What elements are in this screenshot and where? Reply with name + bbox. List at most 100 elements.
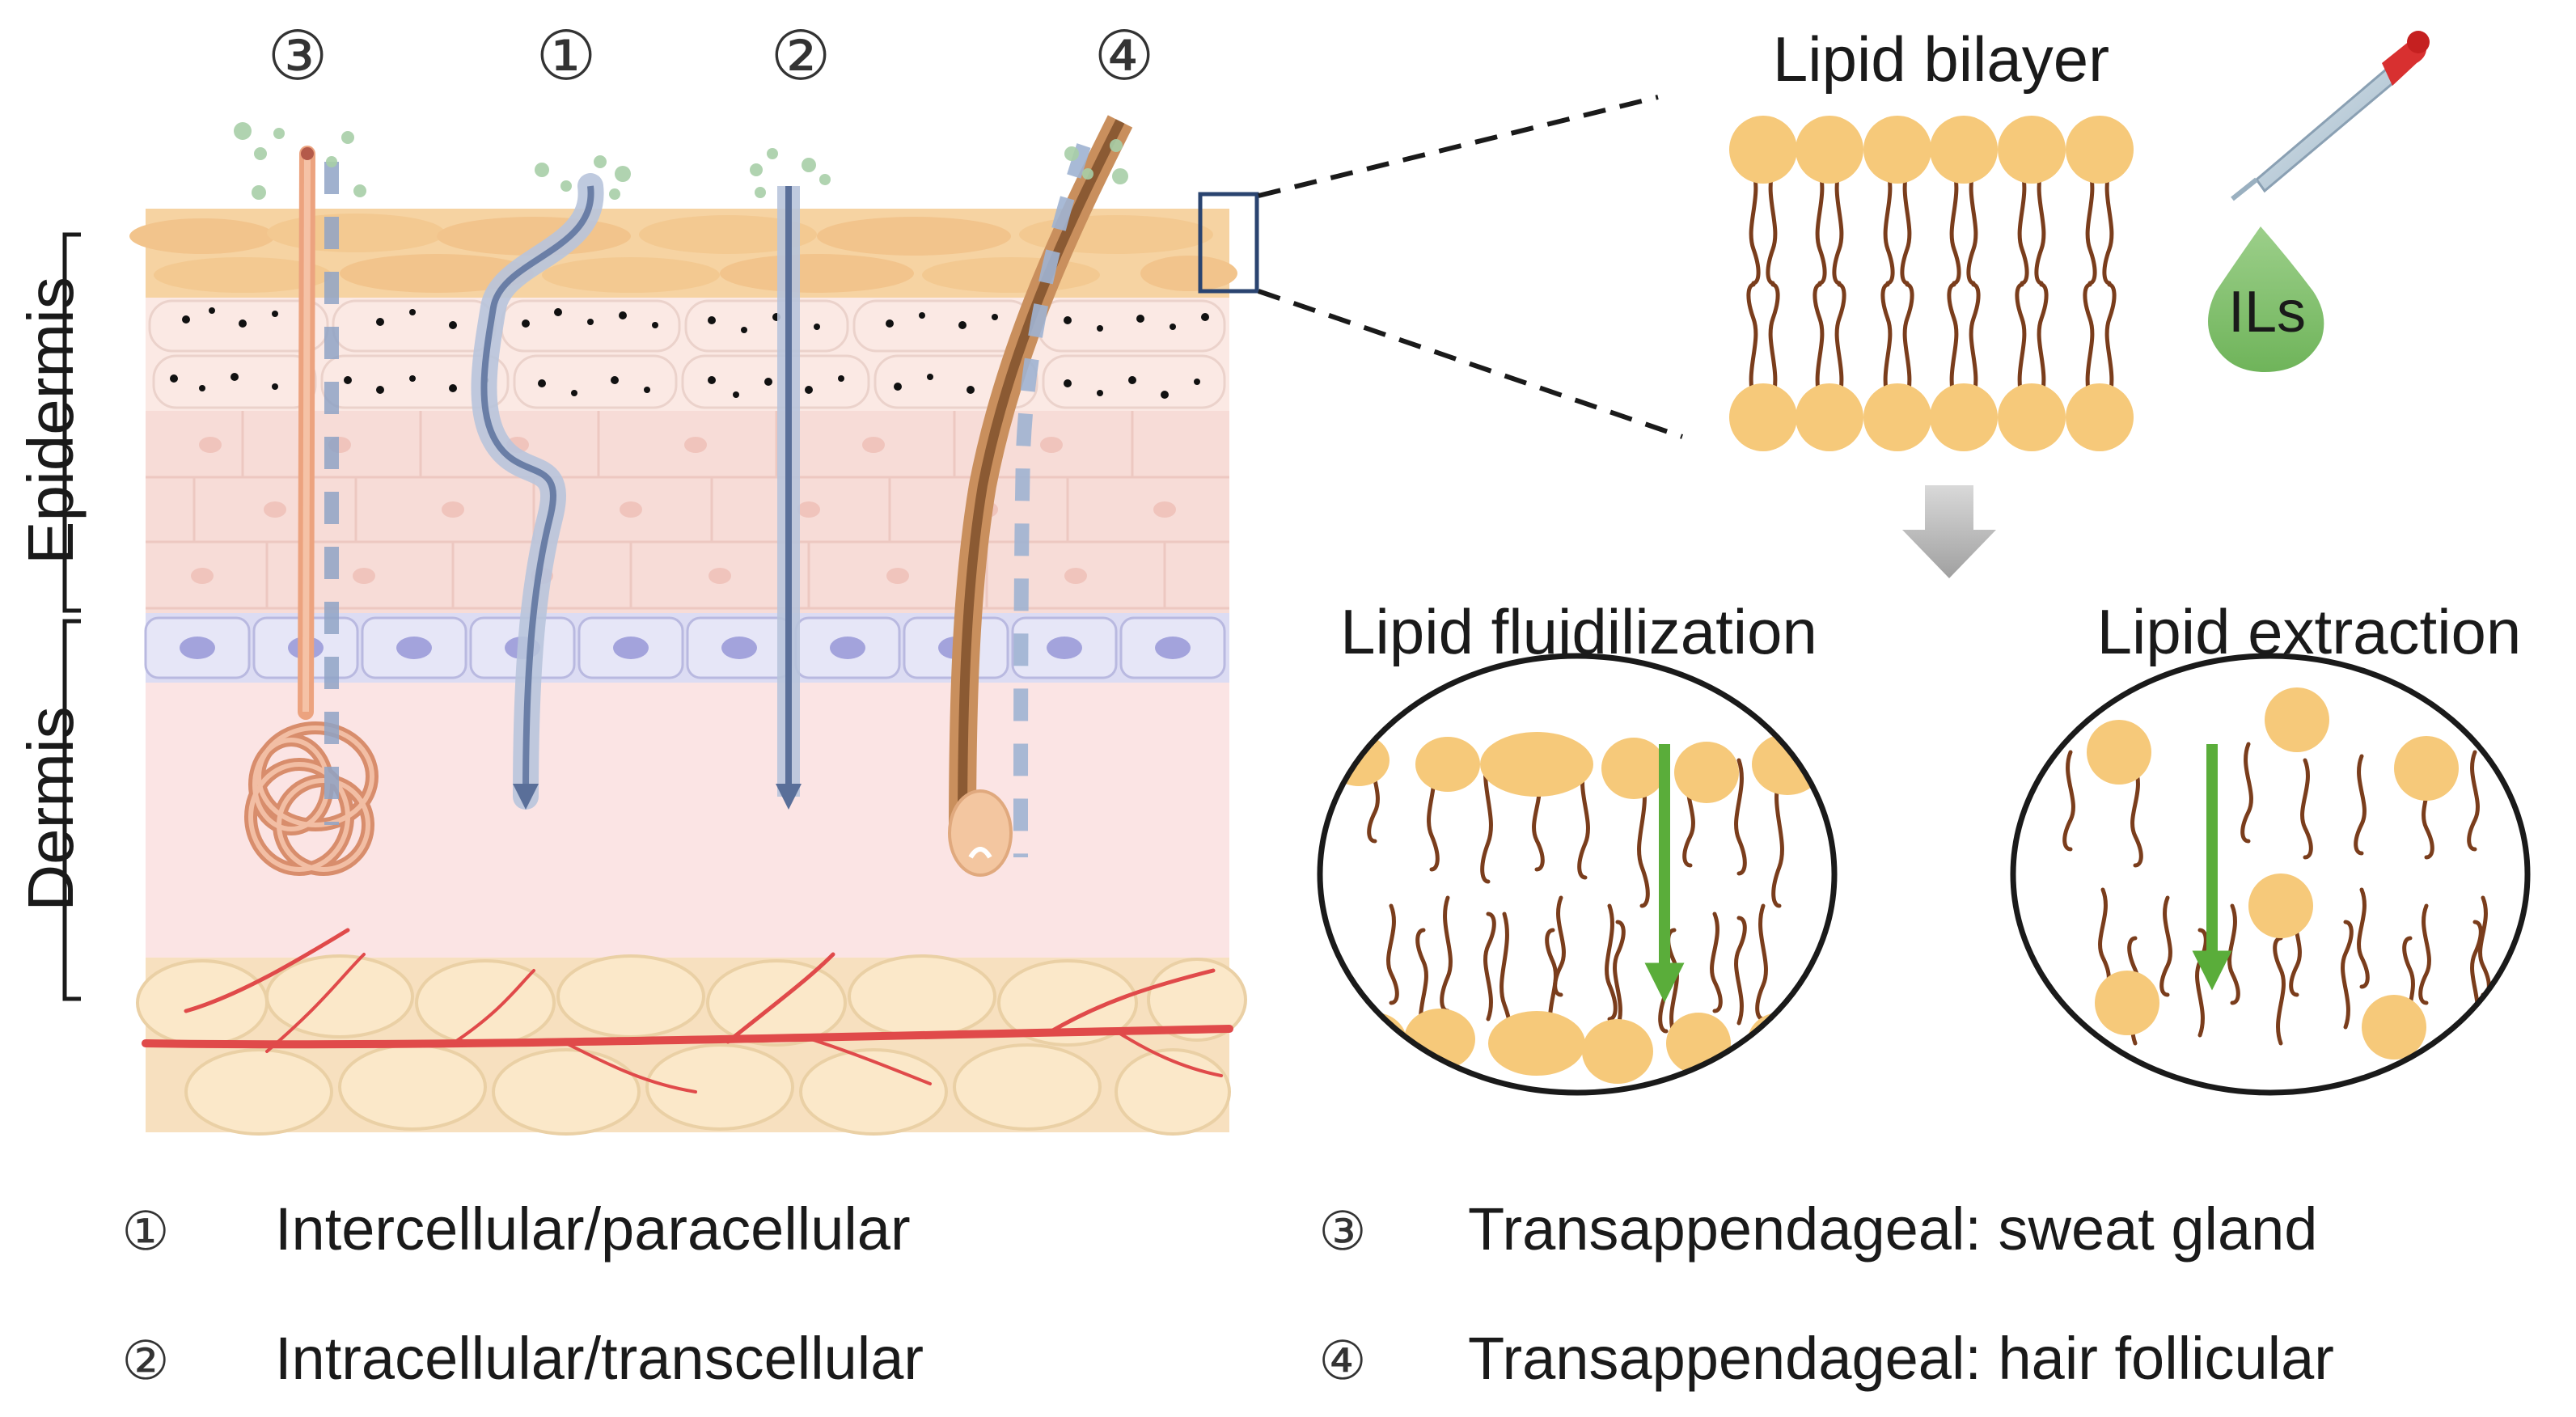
ionic-liquid-drop-icon [2208, 226, 2324, 372]
lipid-tail [1734, 916, 1747, 1026]
lipid-head [1930, 383, 1998, 451]
lipid-tail [1902, 282, 1914, 400]
route-4-hair-follicle [948, 115, 1133, 877]
lipid-tail [1749, 167, 1761, 286]
lipid-tail [1577, 762, 1590, 880]
lipid-tail [2273, 936, 2286, 1046]
route-marker-1: ① [535, 16, 596, 95]
lipid-head [1480, 732, 1593, 797]
epidermis-label: Epidermis [15, 277, 87, 565]
legend-text: Transappendageal: hair follicular [1468, 1325, 2334, 1392]
subcutaneous-fat [136, 954, 1247, 1136]
lipid-tail [2034, 167, 2046, 286]
route-3-sweat-gland [244, 146, 379, 876]
lipid-head [1998, 383, 2066, 451]
lipid-tail [1900, 167, 1912, 286]
legend-item: ① Intercellular/paracellular [121, 1195, 910, 1263]
route-markers: ③ ① ② ④ [267, 16, 1154, 95]
lipid-tail [1613, 920, 1626, 1030]
down-arrow-icon [1902, 485, 1996, 578]
lipid-head [1674, 742, 1739, 803]
lipid-head [1796, 116, 1863, 184]
extraction-panel [2010, 653, 2531, 1096]
lipid-head [1796, 383, 1863, 451]
lipid-head [2394, 736, 2459, 801]
lipid-head [1747, 1013, 1812, 1074]
lipid-tail [1883, 167, 1895, 286]
hair-bulb [948, 789, 1013, 877]
zoom-leader-lines [1258, 95, 1683, 439]
basal-layer [144, 613, 1229, 683]
lipid-head [1863, 383, 1931, 451]
lipid-tail [2478, 895, 2491, 997]
lipid-head [1729, 116, 1797, 184]
legend-number: ② [121, 1330, 169, 1392]
lipid-tail [2300, 758, 2313, 860]
bilayer-title: Lipid bilayer [1773, 23, 2109, 95]
lipid-tail [1553, 895, 1566, 997]
lipid-head [1582, 1019, 1653, 1084]
lipid-tail [1768, 282, 1780, 400]
pipette-icon [2231, 31, 2430, 201]
lipid-tail [1815, 167, 1827, 286]
lipid-head [1930, 116, 1998, 184]
lipid-head [2362, 995, 2426, 1060]
lipid-tail [2130, 766, 2143, 868]
lipid-tail [1969, 282, 1981, 400]
lipid-head [2066, 383, 2134, 451]
drug-particles [234, 122, 1128, 200]
lipid-tail [1766, 167, 1778, 286]
lipid-tail [2418, 903, 2431, 1005]
lipid-tail [2083, 282, 2095, 400]
lipid-head [2248, 873, 2313, 938]
dermis-bracket [62, 619, 81, 1001]
legend-item: ④ Transappendageal: hair follicular [1318, 1325, 2333, 1392]
route-marker-3: ③ [267, 16, 328, 95]
lipid-tail [1755, 903, 1768, 1022]
lipid-tail [1966, 167, 1978, 286]
blood-vessels [142, 928, 1233, 1093]
legend: ① Intercellular/paracellular ② Intracell… [121, 1195, 2333, 1392]
lipid-tail [2354, 754, 2367, 856]
lipid-tail [2240, 742, 2253, 844]
skin-cross-section: ③ ① ② ④ [129, 16, 1247, 1136]
lipid-tail [1483, 912, 1496, 1022]
lipid-head [1998, 116, 2066, 184]
legend-number: ① [121, 1200, 169, 1263]
lipid-tail [1710, 912, 1723, 1013]
route-1-intercellular [471, 173, 604, 810]
drop-label: ILs [2228, 280, 2306, 345]
lipid-head [2066, 116, 2134, 184]
extraction-title: Lipid extraction [2097, 596, 2522, 667]
layer-brackets [62, 232, 81, 1001]
lipid-head [1729, 383, 1797, 451]
lipid-tail [2227, 903, 2240, 1005]
dermis-label: Dermis [15, 706, 87, 911]
lipid-tail [2098, 887, 2111, 989]
lipid-head [1863, 116, 1931, 184]
lipid-tail [1947, 282, 1959, 400]
lipid-tail [1746, 282, 1758, 400]
lipid-tail [2159, 895, 2172, 997]
route-marker-4: ④ [1093, 16, 1154, 95]
lipid-tail [2062, 750, 2075, 852]
lipid-tail [1834, 282, 1846, 400]
lipid-head [2087, 720, 2151, 785]
fluidization-circle [1317, 653, 1838, 1096]
extraction-circle [2010, 653, 2531, 1096]
lipid-tail [1832, 167, 1844, 286]
lipid-tail [2357, 887, 2370, 989]
lipid-tail [1880, 282, 1893, 400]
lipid-bilayer [1729, 116, 2134, 451]
route-marker-2: ② [770, 16, 831, 95]
legend-number: ④ [1318, 1330, 1366, 1392]
lipid-tail [2195, 928, 2208, 1038]
legend-item: ③ Transappendageal: sweat gland [1318, 1195, 2317, 1263]
legend-text: Transappendageal: sweat gland [1468, 1195, 2317, 1263]
lipid-tail [1637, 774, 1650, 908]
lipid-head [1415, 737, 1480, 792]
lipid-head [1601, 738, 1666, 799]
lipid-tail [2341, 920, 2354, 1030]
lipid-tail [1605, 903, 1618, 1022]
